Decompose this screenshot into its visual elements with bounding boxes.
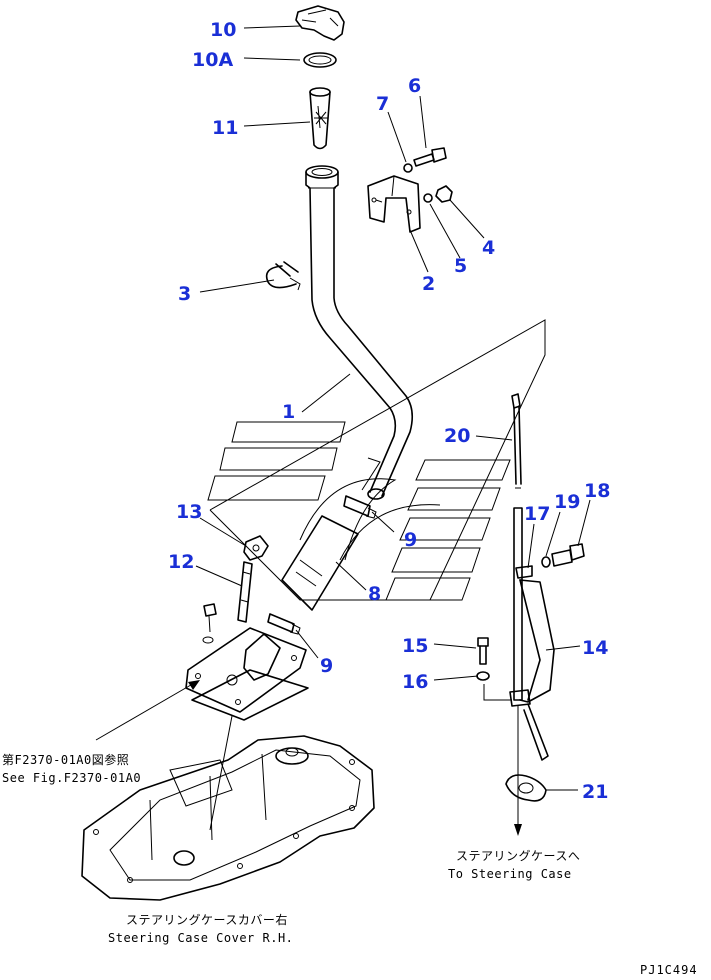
reference-note-jp: 第F2370-01A0図参照 — [2, 752, 129, 767]
callout-8: 8 — [368, 583, 381, 605]
assembly-line — [209, 715, 233, 831]
part-13-elbow — [243, 535, 269, 561]
part-7-washer — [403, 163, 413, 173]
callout-13: 13 — [176, 501, 202, 523]
callout-11: 11 — [212, 117, 238, 139]
part-1-filler-pipe — [305, 165, 414, 500]
callout-6: 6 — [408, 75, 421, 97]
to-case-note-jp: ステアリングケースへ — [456, 849, 580, 863]
callout-1: 1 — [282, 401, 295, 423]
part-12-pipe — [237, 561, 253, 623]
part-11-strainer — [309, 87, 331, 150]
callout-12: 12 — [168, 551, 194, 573]
callout-20: 20 — [444, 425, 470, 447]
part-18-bolt — [551, 543, 585, 567]
callout-5: 5 — [454, 255, 467, 277]
cover-note-en: Steering Case Cover R.H. — [108, 931, 293, 945]
part-2-bracket — [367, 175, 421, 233]
callout-10: 10 — [210, 19, 236, 41]
part-10-cap — [295, 5, 345, 41]
callout-18: 18 — [584, 480, 610, 502]
to-case-note-en: To Steering Case — [448, 867, 572, 881]
callout-3: 3 — [178, 283, 191, 305]
part-15-bolt — [477, 637, 489, 665]
part-9-lower-clamp — [267, 613, 301, 635]
part-9-upper-clamp — [343, 495, 377, 519]
to-steering-case-arrow — [514, 706, 522, 836]
callout-9-upper: 9 — [404, 529, 417, 551]
callout-4: 4 — [482, 237, 495, 259]
assembly-line-15 — [483, 684, 512, 701]
cover-note-jp: ステアリングケースカバー右 — [126, 912, 288, 927]
part-16-washer — [476, 671, 490, 681]
callout-19: 19 — [554, 491, 580, 513]
part-14-guide — [509, 507, 555, 761]
callout-labels: 10 10A 11 7 6 4 5 2 3 1 20 13 9 17 19 18… — [168, 19, 610, 803]
cover-gasket — [191, 669, 309, 721]
drawing-code: PJ1C494 — [640, 963, 698, 977]
part-4-nut — [435, 185, 453, 203]
callout-7: 7 — [376, 93, 389, 115]
part-19-washer — [541, 556, 551, 568]
callout-15: 15 — [402, 635, 428, 657]
callout-10a: 10A — [192, 49, 233, 71]
part-20-dipstick — [511, 393, 522, 489]
part-21-gasket — [505, 774, 547, 802]
reference-arrow — [95, 680, 200, 741]
callout-2: 2 — [422, 273, 435, 295]
notes: 第F2370-01A0図参照 See Fig.F2370-01A0 ステアリング… — [2, 752, 698, 977]
part-17-clip — [515, 565, 533, 579]
leader-lines — [195, 25, 591, 791]
part-6-bolt — [413, 147, 447, 167]
callout-9-lower: 9 — [320, 655, 333, 677]
part-3-clamp — [265, 261, 301, 291]
ghost-tank-outline — [207, 319, 546, 601]
callout-16: 16 — [402, 671, 428, 693]
callout-14: 14 — [582, 637, 608, 659]
part-8-hose — [281, 515, 359, 611]
reference-note-en: See Fig.F2370-01A0 — [2, 771, 141, 785]
part-5-washer — [423, 193, 433, 203]
part-10a-gasket — [303, 52, 337, 68]
callout-17: 17 — [524, 503, 550, 525]
callout-21: 21 — [582, 781, 608, 803]
steering-case-cover — [81, 735, 375, 901]
